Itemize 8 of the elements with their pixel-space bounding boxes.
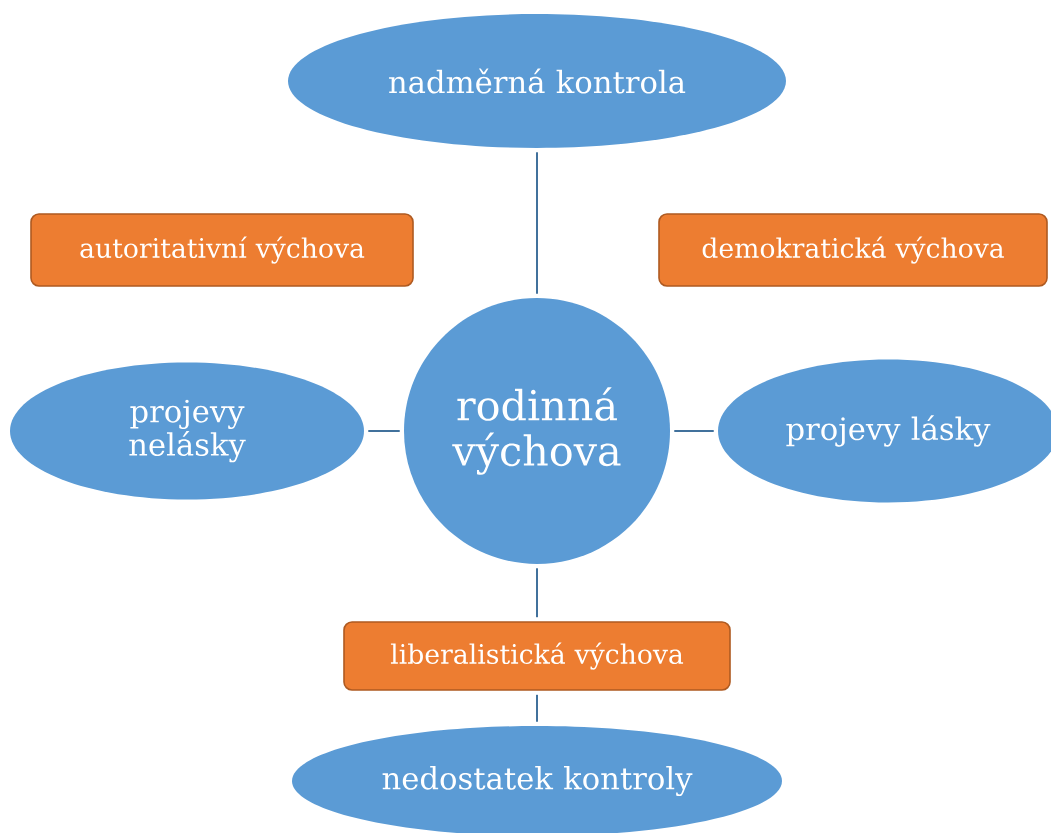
rounded-box: autoritativní výchova bbox=[30, 213, 414, 287]
connector-line bbox=[673, 430, 715, 432]
connector-line bbox=[536, 151, 538, 295]
rounded-box: liberalistická výchova bbox=[343, 621, 731, 691]
connector-line bbox=[367, 430, 401, 432]
rounded-box: demokratická výchova bbox=[658, 213, 1048, 287]
connector-line bbox=[536, 567, 538, 619]
connector-line bbox=[536, 693, 538, 723]
